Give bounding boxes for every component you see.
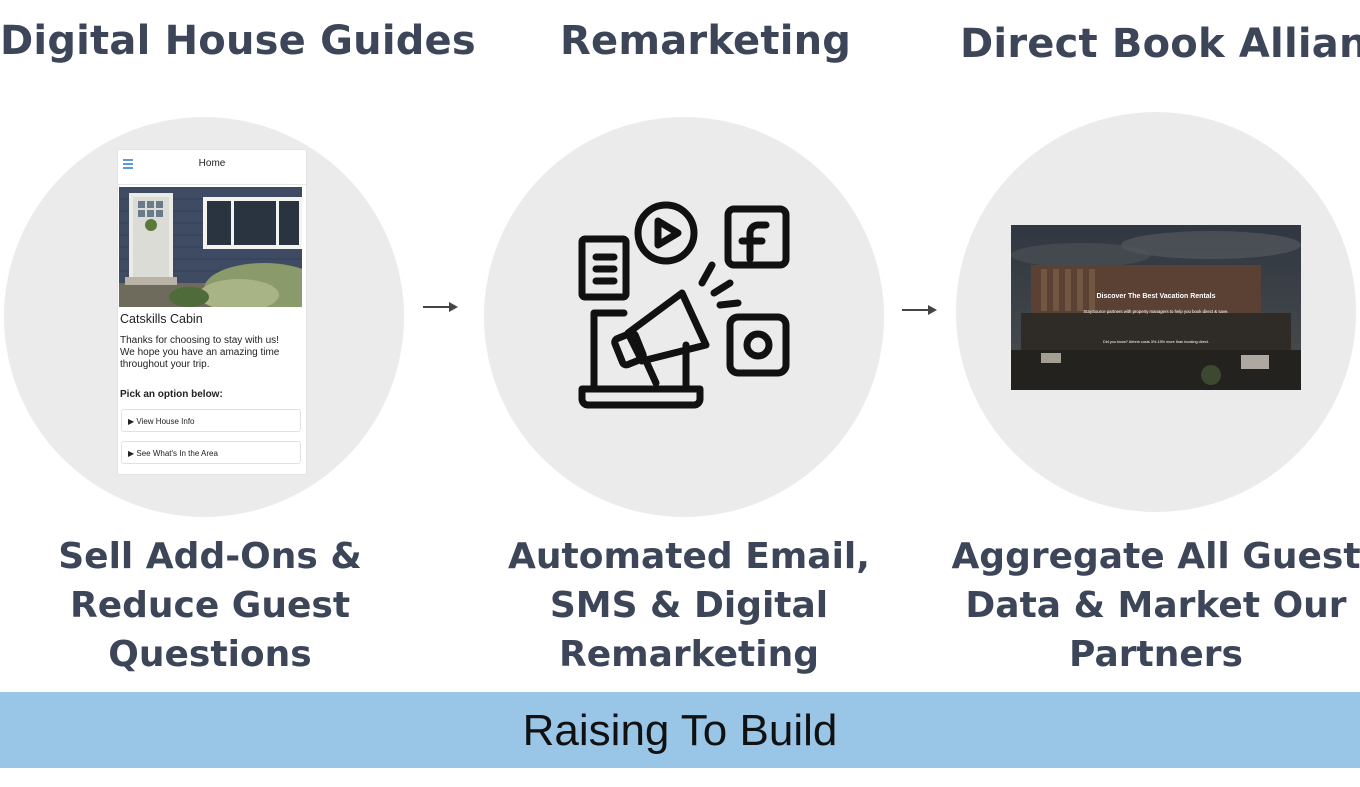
instagram-icon: [726, 313, 790, 377]
website-screenshot: Discover The Best Vacation Rentals StayS…: [1011, 225, 1301, 390]
arrow-right-icon: [423, 302, 458, 312]
view-house-info-button[interactable]: ▶ View House Info: [121, 409, 301, 432]
heading-digital-house-guides: Digital House Guides: [0, 18, 476, 64]
site-subline: StaySource partners with property manage…: [1083, 309, 1229, 314]
megaphone-icon: [611, 261, 742, 387]
see-area-button[interactable]: ▶ See What's In the Area: [121, 441, 301, 464]
caption-line: Aggregate All Guest: [951, 536, 1360, 577]
caption-line: Sell Add-Ons &: [58, 536, 362, 577]
caption-line: Automated Email,: [508, 536, 870, 577]
caption-remarketing: Automated Email, SMS & Digital Remarketi…: [479, 532, 899, 679]
heading-remarketing: Remarketing: [560, 18, 852, 64]
welcome-line-3: throughout your trip.: [120, 359, 210, 370]
caption-direct-book: Aggregate All Guest Data & Market Our Pa…: [946, 532, 1360, 679]
raising-banner: Raising To Build: [0, 692, 1360, 768]
house-guide-phone-mockup: Home Catskills Cabin Thanks for choosing…: [117, 149, 307, 475]
welcome-line-1: Thanks for choosing to stay with us!: [120, 335, 279, 346]
banner-text: Raising To Build: [522, 706, 838, 755]
caption-line: Partners: [1069, 634, 1243, 675]
see-area-label: See What's In the Area: [136, 449, 218, 458]
hamburger-menu-icon[interactable]: [123, 159, 133, 171]
site-note: Did you know? Airbnb costs 3%-15% more t…: [1103, 340, 1209, 344]
circle-remarketing: [484, 117, 884, 517]
caption-line: SMS & Digital: [549, 585, 829, 626]
property-name: Catskills Cabin: [120, 312, 203, 326]
arrow-right-icon: [902, 305, 937, 315]
caption-line: Data & Market Our: [965, 585, 1347, 626]
site-headline: Discover The Best Vacation Rentals: [1096, 293, 1216, 300]
phone-title: Home: [198, 158, 226, 169]
caption-line: Questions: [108, 634, 312, 675]
document-icon: [578, 235, 630, 301]
welcome-line-2: We hope you have an amazing time: [120, 347, 280, 358]
play-icon: [634, 201, 698, 265]
view-house-info-label: View House Info: [136, 417, 195, 426]
house-door-photo: [119, 187, 302, 307]
caption-line: Reduce Guest: [69, 585, 351, 626]
facebook-icon: [724, 205, 790, 269]
remarketing-illustration: [578, 201, 790, 409]
option-prompt: Pick an option below:: [120, 389, 223, 400]
caption-line: Remarketing: [558, 634, 820, 675]
caption-house-guides: Sell Add-Ons & Reduce Guest Questions: [10, 532, 410, 679]
heading-direct-book-alliance: Direct Book Alliance: [960, 21, 1360, 67]
